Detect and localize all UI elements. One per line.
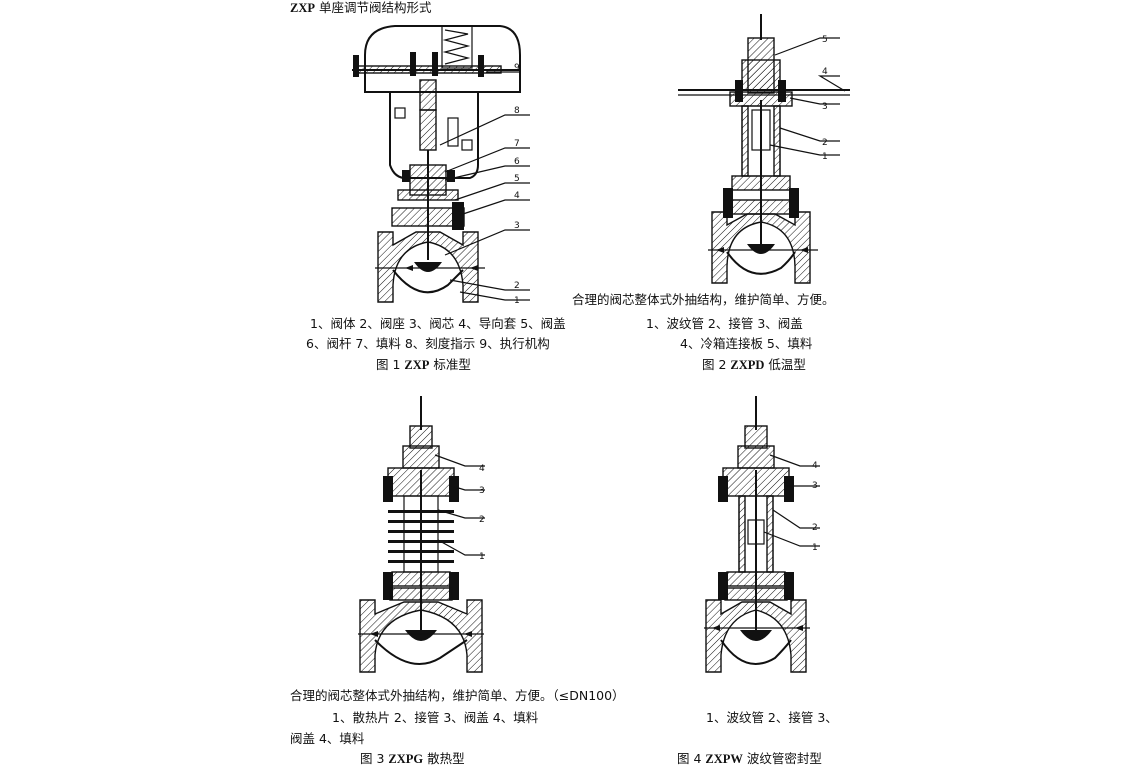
fig2-callout-2: 2 — [822, 138, 828, 148]
fig2-callout-1: 1 — [822, 152, 828, 162]
fig2-legend-line2: 4、冷箱连接板 5、填料 — [680, 336, 813, 351]
fig3-caption-model: ZXPG — [388, 752, 424, 766]
fig1-drawing — [352, 25, 530, 303]
fig4-callout-2: 2 — [812, 523, 818, 533]
fig3-callout-4: 4 — [479, 464, 485, 474]
fig2-caption-model: ZXPD — [730, 358, 765, 372]
fig2-callout-5: 5 — [822, 35, 828, 45]
fig3-caption-num: 图 3 — [360, 751, 389, 766]
fig3-callouts: 4 3 2 1 — [479, 464, 485, 562]
page-title-text: 单座调节阀结构形式 — [318, 0, 432, 15]
fig2-caption-name: 低温型 — [764, 357, 806, 372]
fig4-caption-name: 波纹管密封型 — [742, 751, 822, 766]
fig3-caption-name: 散热型 — [423, 751, 465, 766]
fig1-callout-3: 3 — [514, 221, 520, 231]
fig3-drawing — [358, 396, 485, 673]
fig1-callout-6: 6 — [514, 157, 520, 167]
fig1-callout-2: 2 — [514, 281, 520, 291]
fig4-callout-1: 1 — [812, 543, 818, 553]
fig1-callouts: 9 8 7 6 5 4 3 2 1 — [514, 63, 520, 306]
fig4-legend-line1: 1、波纹管 2、接管 3、 — [706, 710, 838, 725]
fig4-legend-line2: 阀盖 4、填料 — [290, 731, 365, 746]
fig1-callout-7: 7 — [514, 139, 520, 149]
fig1-legend-line1: 1、阀体 2、阀座 3、阀芯 4、导向套 5、阀盖 — [310, 316, 566, 331]
fig1-callout-5: 5 — [514, 174, 520, 184]
fig1-callout-4: 4 — [514, 191, 520, 201]
fig4-caption-num: 图 4 — [677, 751, 706, 766]
fig4-callout-4: 4 — [812, 461, 818, 471]
fig3-caption: 图 3 ZXPG 散热型 — [360, 751, 465, 767]
fig3-callout-3: 3 — [479, 486, 485, 496]
fig1-callout-9: 9 — [514, 63, 520, 73]
fig2-callout-3: 3 — [822, 102, 828, 112]
fig1-caption: 图 1 ZXP 标准型 — [376, 357, 471, 373]
fig2-callout-4: 4 — [822, 67, 828, 77]
page-title: ZXP 单座调节阀结构形式 — [290, 0, 432, 16]
fig1-caption-name: 标准型 — [429, 357, 471, 372]
fig4-caption: 图 4 ZXPW 波纹管密封型 — [677, 751, 822, 767]
fig4-drawing — [704, 396, 820, 673]
fig2-note: 合理的阀芯整体式外抽结构，维护简单、方便。 — [572, 292, 835, 307]
page-title-model: ZXP — [290, 1, 315, 15]
fig3-legend-line1: 1、散热片 2、接管 3、阀盖 4、填料 — [332, 710, 539, 725]
fig4-caption-model: ZXPW — [705, 752, 743, 766]
fig2-caption-num: 图 2 — [702, 357, 731, 372]
fig2-caption: 图 2 ZXPD 低温型 — [702, 357, 806, 373]
fig2-drawing — [678, 14, 850, 284]
fig1-caption-num: 图 1 — [376, 357, 405, 372]
fig3-callout-1: 1 — [479, 552, 485, 562]
fig1-caption-model: ZXP — [404, 358, 430, 372]
fig1-legend-line2: 6、阀杆 7、填料 8、刻度指示 9、执行机构 — [306, 336, 550, 351]
fig1-callout-8: 8 — [514, 106, 520, 116]
fig2-legend-line1: 1、波纹管 2、接管 3、阀盖 — [646, 316, 803, 331]
fig2-callouts: 5 4 3 2 1 — [822, 35, 828, 162]
fig3-callout-2: 2 — [479, 515, 485, 525]
fig1-callout-1: 1 — [514, 296, 520, 306]
fig3-note: 合理的阀芯整体式外抽结构，维护简单、方便。（≤DN100） — [290, 688, 625, 703]
fig4-callout-3: 3 — [812, 481, 818, 491]
fig4-callouts: 4 3 2 1 — [812, 461, 818, 553]
